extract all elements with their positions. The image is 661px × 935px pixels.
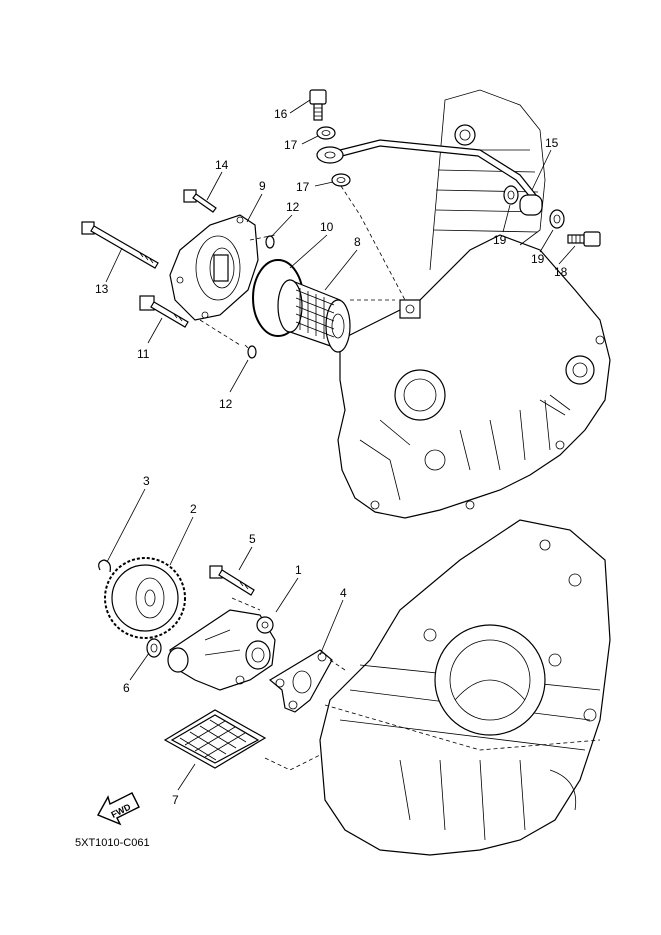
- callout-9: 9: [259, 179, 266, 193]
- callout-12-upper: 12: [286, 200, 300, 214]
- callout-18: 18: [554, 265, 568, 279]
- circlip-3: [98, 559, 111, 573]
- callout-16: 16: [274, 107, 288, 121]
- callout-11: 11: [137, 347, 150, 361]
- bolt-13: [81, 221, 159, 269]
- callout-12-lower: 12: [219, 397, 233, 411]
- gasket-17-upper: [316, 126, 336, 140]
- callout-5: 5: [249, 532, 256, 546]
- oil-pump-assy-1: [167, 609, 276, 691]
- gasket-19-right: [549, 209, 565, 229]
- gasket-17-lower: [331, 173, 351, 187]
- o-ring-12-upper: [265, 235, 275, 249]
- collar-6: [146, 638, 162, 658]
- union-bolt-18: [567, 231, 601, 247]
- leader-lines: [105, 99, 576, 791]
- callout-13: 13: [95, 282, 109, 296]
- crankcase-lower: [319, 519, 611, 856]
- callout-8: 8: [354, 235, 361, 249]
- callout-1: 1: [295, 563, 302, 577]
- callout-19-left: 19: [493, 233, 507, 247]
- callout-7: 7: [172, 793, 179, 807]
- callout-10: 10: [320, 220, 334, 234]
- oil-strainer-7: [163, 709, 267, 769]
- gasket-4: [268, 649, 333, 713]
- callout-17-lower: 17: [296, 180, 310, 194]
- filter-cover-9: [169, 214, 259, 321]
- oil-filter-element-8: [277, 279, 351, 353]
- callout-6: 6: [123, 681, 130, 695]
- callout-4: 4: [340, 586, 347, 600]
- callout-15: 15: [545, 136, 559, 150]
- oil-delivery-pipe: [316, 139, 543, 216]
- diagram-code: 5XT1010-C061: [75, 837, 150, 849]
- crankcase-upper: [337, 89, 611, 519]
- fwd-arrow-icon: FWD: [97, 792, 140, 826]
- union-bolt-16: [309, 89, 327, 121]
- callout-14: 14: [215, 158, 229, 172]
- o-ring-12-lower: [247, 345, 257, 359]
- callout-2: 2: [190, 502, 197, 516]
- bolt-5: [209, 565, 255, 596]
- bolt-11: [139, 295, 189, 328]
- oil-pump-gear-2: [104, 557, 186, 639]
- callout-19-right: 19: [531, 252, 545, 266]
- bolt-14: [183, 189, 217, 213]
- callout-3: 3: [143, 474, 150, 488]
- gasket-19-left: [503, 185, 519, 205]
- callout-17-upper: 17: [284, 138, 298, 152]
